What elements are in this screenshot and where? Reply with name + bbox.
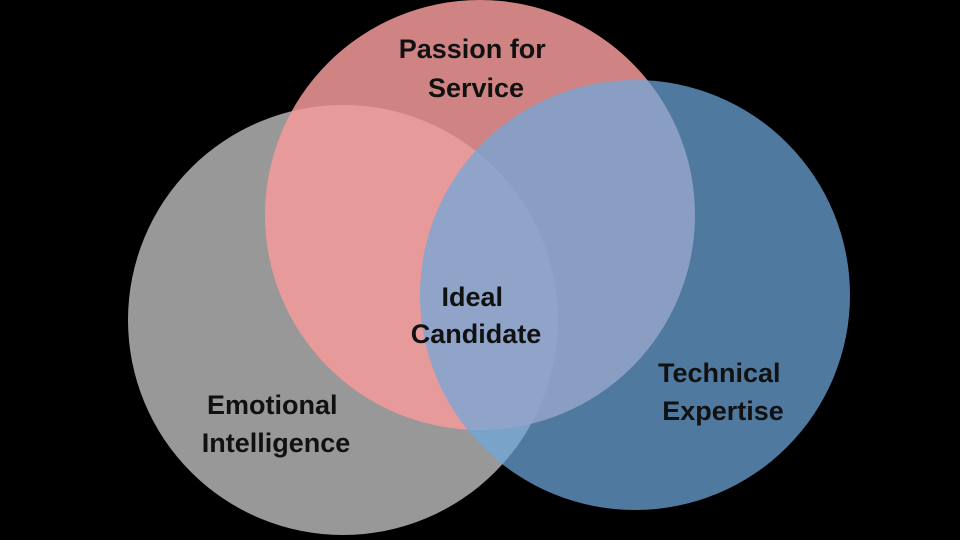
technical-label-line-1: Technical [658, 358, 781, 388]
ideal-label-line-2: Candidate [411, 319, 542, 349]
technical-expertise-label: Technical Expertise [658, 358, 788, 426]
emotional-label-line-1: Emotional [207, 390, 338, 420]
ideal-label-line-1: Ideal [441, 282, 503, 312]
technical-label-line-2: Expertise [662, 396, 784, 426]
emotional-intelligence-label: Emotional Intelligence [202, 390, 351, 458]
technical-expertise-circle [420, 80, 850, 510]
passion-label-line-2: Service [428, 73, 524, 103]
ideal-candidate-label: Ideal Candidate [411, 282, 542, 349]
emotional-label-line-2: Intelligence [202, 428, 351, 458]
passion-label-line-1: Passion for [399, 34, 547, 64]
passion-for-service-label: Passion for Service [399, 34, 554, 103]
